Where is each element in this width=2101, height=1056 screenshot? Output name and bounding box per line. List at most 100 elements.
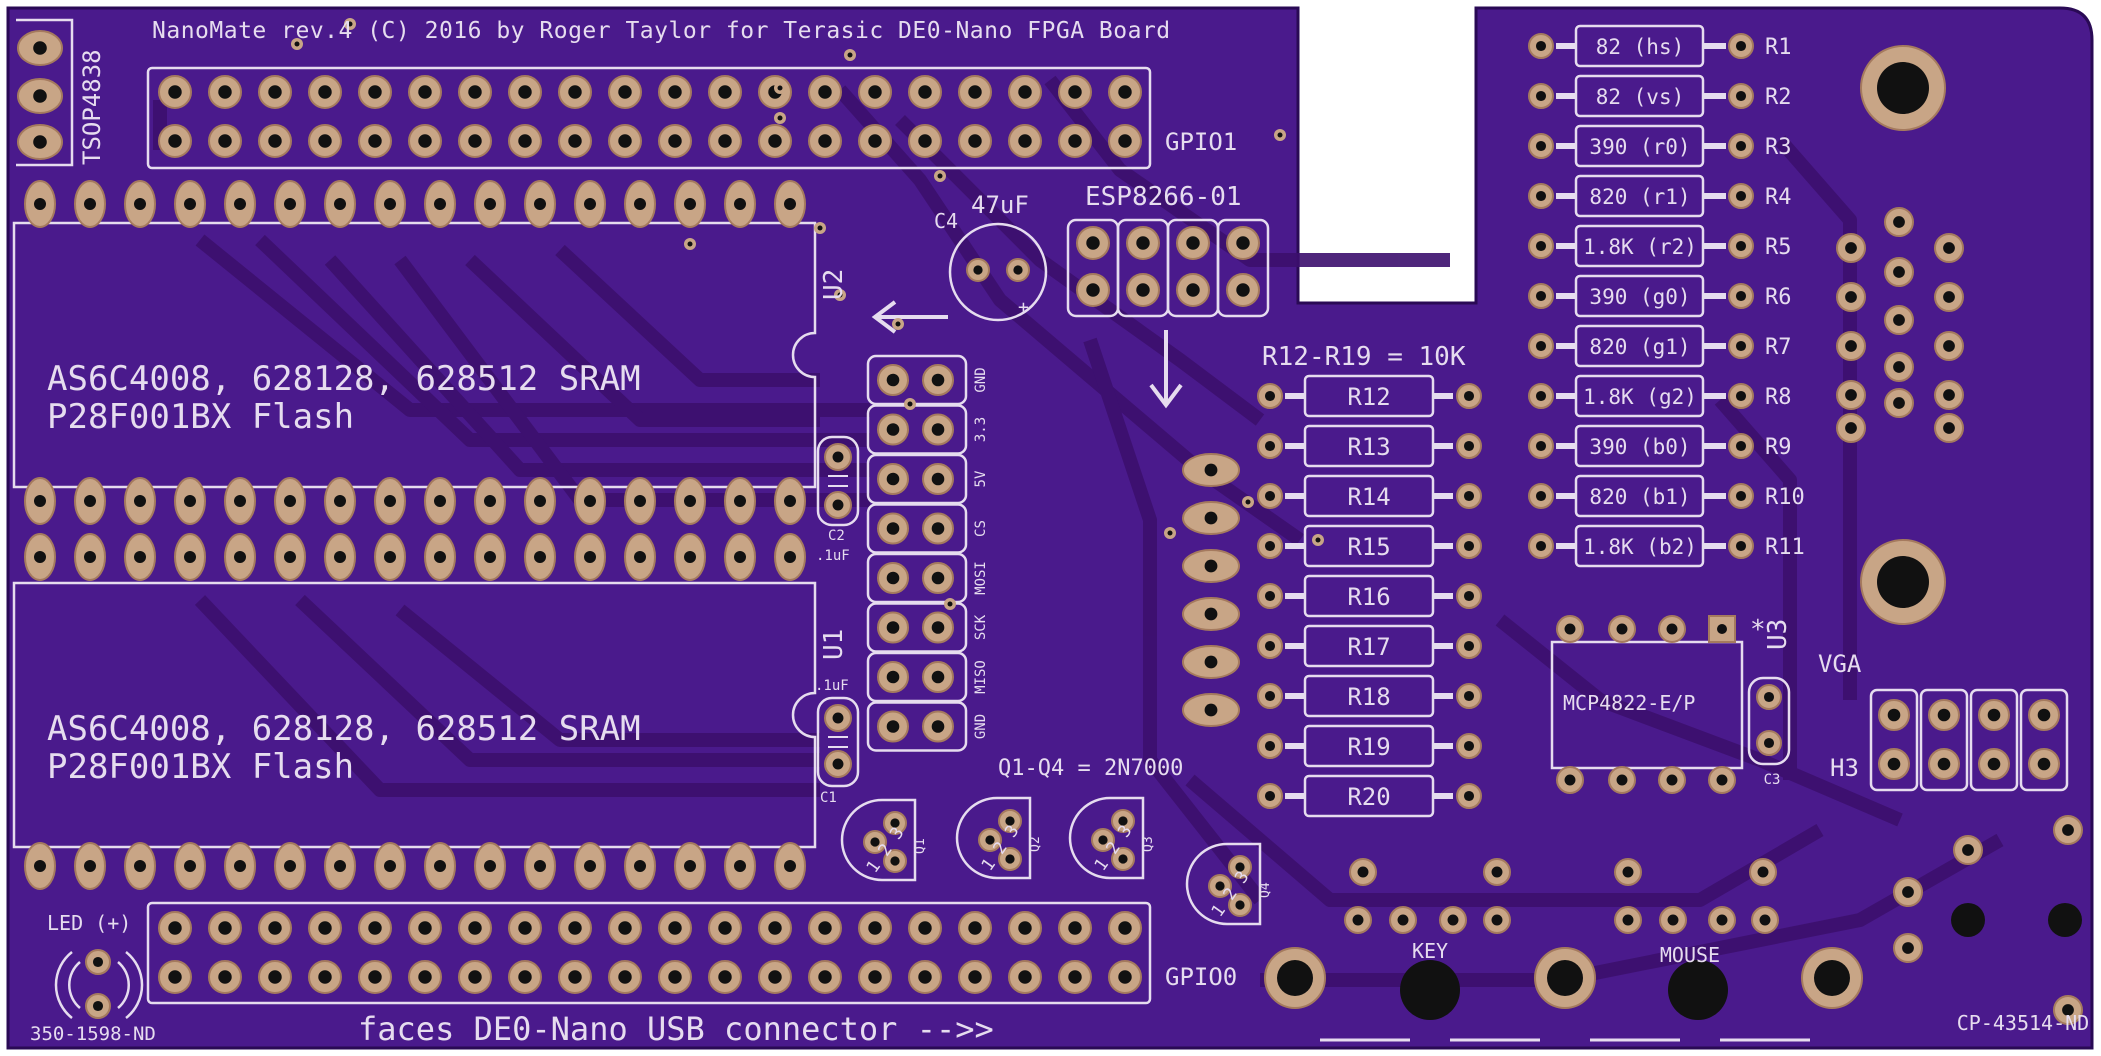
q1-pad [883,849,907,873]
spi-header-pin [922,710,954,743]
resistor-pad [1257,383,1283,409]
vga-label: VGA [1818,650,1862,678]
esp-pin [1126,273,1160,307]
audio-pad [1893,877,1923,907]
gpio1-pin [808,124,842,158]
resistor-ref: R14 [1347,483,1390,511]
resistor-body [1303,574,1435,618]
left-arrow-icon [871,300,948,334]
spi-header-pin [922,661,954,693]
gpio1-pin [508,124,542,158]
u3-pin [1658,615,1686,643]
spi-header-cell [866,354,968,406]
resistor-pad [1456,683,1482,709]
resistor-pad [1528,233,1554,259]
resistor-pad [1728,483,1754,509]
resistor-ref: R9 [1765,435,1792,460]
q3-pad [1111,809,1135,833]
u1-pin [374,533,406,581]
u3-star: * [1750,615,1766,645]
gpio0-pin [1008,911,1042,945]
u1-pin [174,533,206,581]
h3-cell [2019,688,2069,792]
gpio1-pin [758,124,792,158]
gpio1-pin [858,75,892,109]
resistor-body [1574,174,1705,218]
resistor-value: 390 (g0) [1589,285,1690,309]
ps2-pad [1439,906,1467,934]
u2-pin [674,180,706,228]
vga-mounting-hole [1860,45,1946,131]
vga-mounting-hole [1860,539,1946,625]
esp-pin [1176,273,1210,307]
resistor-pad [1456,633,1482,659]
resistor-body [1574,224,1705,268]
ps2-pad [1614,906,1642,934]
u1-pin [374,842,406,890]
h3-label: H3 [1830,754,1859,782]
c1-value: .1uF [815,678,849,694]
resistor-body [1574,274,1705,318]
audio-pad [1893,933,1923,963]
spi-pin-label: GND [973,367,989,392]
c3-pad [1756,730,1782,756]
gpio0-pin [508,960,542,994]
via [774,82,786,94]
resistor-value: 820 (b1) [1589,485,1690,509]
audio-jack-hole [2048,903,2082,937]
resistor-body [1574,474,1705,518]
side-oval-pad [1182,453,1240,487]
spi-header-pin [877,463,909,495]
board-outline [6,6,2094,1050]
gpio0-pin [308,960,342,994]
q1-label: Q1 [913,838,928,854]
gpio0-pin [208,960,242,994]
u2-pin [524,477,556,525]
vga-pin [1884,352,1914,382]
resistor-pad [1257,733,1283,759]
vga-pin [1934,380,1964,410]
h3-pin [1928,748,1960,780]
resistor-pad [1257,783,1283,809]
gpio0-pin [558,960,592,994]
spi-header-pin [877,413,909,446]
h3-pin [2028,748,2060,780]
gpio1-pin [958,124,992,158]
u2-pin [324,180,356,228]
u3-pin [1608,615,1636,643]
q2-label: Q2 [1028,836,1043,852]
u2-part-line2: P28F001BX Flash [47,397,354,437]
via [684,238,696,250]
u1-pin [24,533,56,581]
resistor-pad [1257,633,1283,659]
u2-pin [624,180,656,228]
resistor-pad [1456,733,1482,759]
audio-jack-hole [1951,903,1985,937]
key-jack-hole [1400,960,1460,1020]
resistor-pad [1728,133,1754,159]
u2-outline [12,221,817,489]
c4-pad [1006,258,1030,282]
gpio0-pin [908,911,942,945]
resistor-value: 820 (r1) [1589,185,1690,209]
c2-outline [816,435,860,527]
gpio0-pin [858,911,892,945]
c3-outline [1747,676,1791,766]
resistor-pad [1456,533,1482,559]
c1-pad [824,750,852,778]
gpio1-pin [858,124,892,158]
via [834,289,846,301]
resistor-pad [1456,483,1482,509]
resistor-pad [1728,383,1754,409]
mcp-label: MCP4822-E/P [1563,691,1695,715]
side-oval-pad [1182,549,1240,583]
gpio1-pin [1058,124,1092,158]
u2-pin [24,180,56,228]
gpio1-pin [558,75,592,109]
via [1312,534,1324,546]
u1-pin [274,842,306,890]
gpio1-pin [1058,75,1092,109]
esp-label: ESP8266-01 [1085,182,1242,212]
q4-pad [1208,874,1232,898]
u2-pin [674,477,706,525]
